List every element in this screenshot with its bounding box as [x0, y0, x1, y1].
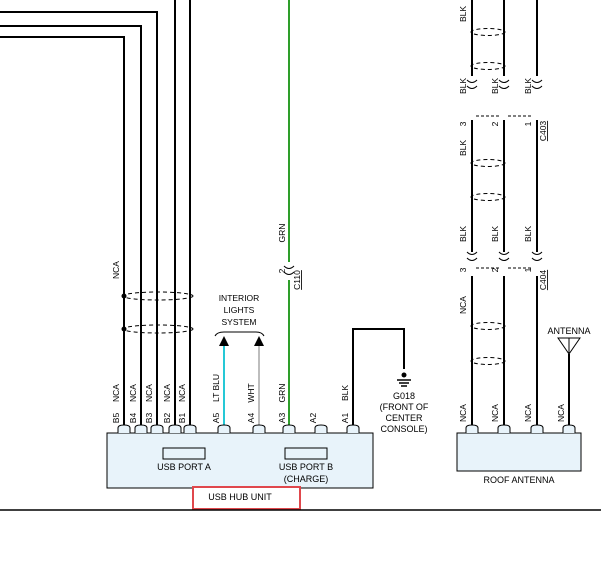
ground-desc1: (FRONT OF — [380, 402, 429, 412]
usb-hub-wire-colors: NCA NCA NCA NCA NCA LT BLU WHT GRN BLK — [111, 374, 350, 403]
antenna-pin-sockets — [465, 424, 576, 433]
wire-color-b5: NCA — [111, 384, 121, 402]
row1-color-2: BLK — [490, 78, 500, 94]
pin-a1: A1 — [340, 413, 350, 424]
wire-color-b2: NCA — [162, 384, 172, 402]
pin-a3: A3 — [277, 413, 287, 424]
c403-pin-3: 3 — [458, 121, 468, 126]
bottom-color-2: NCA — [490, 404, 500, 422]
c110-pin-label: 2 — [277, 268, 287, 273]
arrow-up-icon — [219, 336, 229, 346]
usb-port-a-icon — [162, 447, 206, 460]
bottom-color-4: NCA — [556, 404, 566, 422]
pin-b1: B1 — [177, 413, 187, 424]
row3-color-1: NCA — [458, 296, 468, 314]
wire-color-a5: LT BLU — [211, 374, 221, 402]
interior-lights-line2: LIGHTS — [224, 305, 255, 315]
wire-color-a3: GRN — [277, 384, 287, 403]
antenna-shield-splices — [470, 28, 506, 365]
pin-b2: B2 — [162, 413, 172, 424]
c403-label: C403 — [538, 121, 548, 142]
ground-icon — [397, 372, 411, 387]
grn-upper-label: GRN — [277, 224, 287, 243]
usb-hub-highlight-box — [192, 486, 301, 510]
usb-port-a-label: USB PORT A — [157, 462, 211, 472]
antenna-top-blk: BLK — [458, 6, 468, 22]
grn-wire — [283, 0, 295, 432]
usb-port-b-icon — [284, 447, 328, 460]
usb-hub-unit-box — [106, 432, 374, 489]
pin-b3: B3 — [144, 413, 154, 424]
pin-b5: B5 — [111, 413, 121, 424]
pin-a5: A5 — [211, 413, 221, 424]
row2-color-3: BLK — [523, 226, 533, 242]
c110-connector-label: C110 — [292, 270, 302, 290]
wire-color-a4: WHT — [246, 383, 256, 402]
row2-color-1: BLK — [458, 226, 468, 242]
arrow-up-icon — [254, 336, 264, 346]
roof-antenna-label: ROOF ANTENNA — [483, 475, 554, 485]
bottom-color-1: NCA — [458, 404, 468, 422]
pin-sockets — [117, 424, 360, 433]
pin-b4: B4 — [128, 413, 138, 424]
c403-connector — [466, 79, 543, 117]
usb-port-b-label: USB PORT B — [279, 462, 333, 472]
antenna-label: ANTENNA — [547, 326, 590, 336]
wire-color-b1: NCA — [177, 384, 187, 402]
ground-desc3: CONSOLE) — [380, 424, 427, 434]
interior-lights-line1: INTERIOR — [219, 293, 260, 303]
interior-lights-system: INTERIOR LIGHTS SYSTEM — [214, 293, 265, 346]
c404-connector — [466, 251, 543, 269]
ground-name: G018 — [393, 391, 415, 401]
usb-hub-pin-numbers: B5 B4 B3 B2 B1 A5 A4 A3 A2 A1 — [111, 413, 350, 424]
c404-label: C404 — [538, 270, 548, 291]
wire-color-b4: NCA — [128, 384, 138, 402]
wire-color-b3: NCA — [144, 384, 154, 402]
usb-hub-unit-label: USB HUB UNIT — [208, 492, 272, 502]
antenna-mid-blk: BLK — [458, 140, 468, 156]
row2-color-2: BLK — [490, 226, 500, 242]
pin-a2: A2 — [308, 413, 318, 424]
wire-color-a1: BLK — [340, 385, 350, 401]
c403-pin-1: 1 — [523, 121, 533, 126]
roof-antenna-box — [456, 432, 582, 472]
c404-pin-2: 2 — [490, 267, 500, 272]
row1-color-3: BLK — [523, 78, 533, 94]
blk-ground-wire — [352, 328, 405, 432]
usb-port-b-note: (CHARGE) — [284, 474, 329, 484]
antenna-icon — [557, 337, 581, 355]
interior-lights-line3: SYSTEM — [222, 317, 257, 327]
bottom-color-3: NCA — [523, 404, 533, 422]
row1-color-1: BLK — [458, 78, 468, 94]
upper-nca-label: NCA — [111, 261, 121, 279]
c404-pin-3: 3 — [458, 267, 468, 272]
pin-a4: A4 — [246, 413, 256, 424]
ground-desc2: CENTER — [385, 413, 423, 423]
c403-pin-2: 2 — [490, 121, 500, 126]
nca-wire-bundle — [0, 0, 191, 432]
antenna-wires — [471, 0, 538, 432]
shield-splice — [121, 291, 194, 334]
c404-pin-1: 1 — [523, 267, 533, 272]
